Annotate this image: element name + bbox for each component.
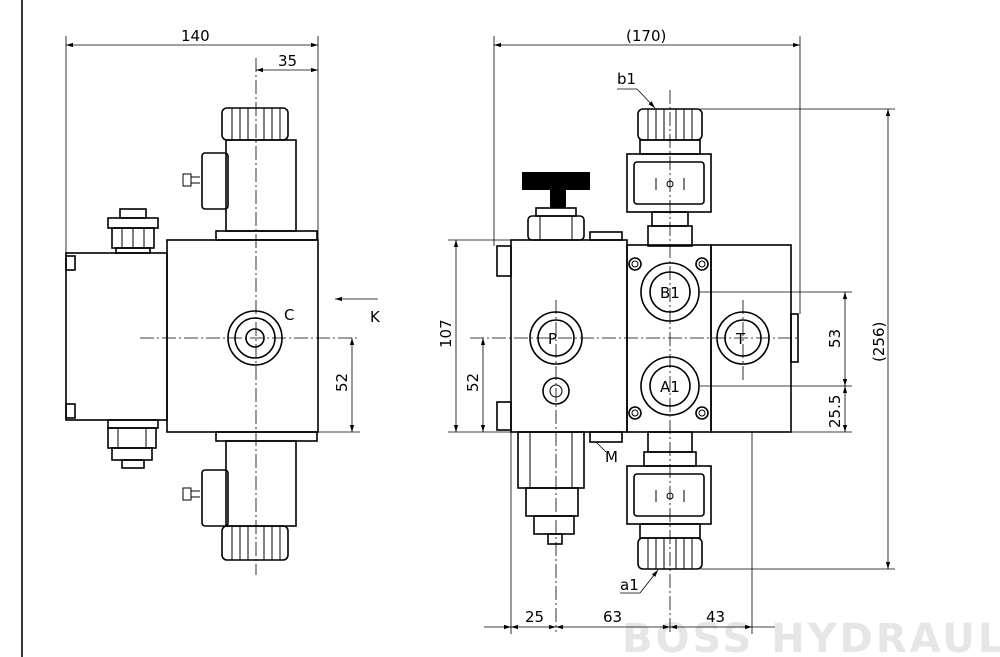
front-label-b1-solenoid: b1	[617, 70, 636, 88]
side-bottom-coil	[225, 440, 297, 527]
front-dim-p-height: 52	[464, 373, 482, 392]
side-label-k: K	[370, 308, 381, 326]
side-top-coil	[225, 139, 297, 232]
front-dim-a1-height: 25.5	[826, 395, 844, 428]
front-dim-w1: 25	[525, 608, 544, 626]
side-dim-port-height: 52	[333, 373, 351, 392]
side-manual-block	[65, 252, 168, 421]
front-label-m: M	[605, 448, 618, 466]
watermark-text: BOSS HYDRAULIC	[622, 616, 1000, 657]
front-label-a1-solenoid: a1	[620, 576, 639, 594]
side-bottom-knob	[221, 525, 289, 561]
side-label-c: C	[284, 306, 294, 324]
front-dim-body-height: 107	[437, 319, 455, 348]
front-manual-nut	[527, 215, 585, 241]
side-top-connector	[201, 152, 229, 210]
front-label-t: T	[735, 330, 746, 348]
front-middle-section	[626, 244, 712, 433]
front-dim-b1-a1-spacing: 53	[826, 329, 844, 348]
front-dim-w3: 43	[706, 608, 725, 626]
side-valve-body	[166, 239, 319, 433]
side-dim-overall-width: 140	[181, 27, 210, 45]
front-right-body	[710, 244, 792, 433]
side-bottom-connector	[201, 469, 229, 527]
side-top-knob	[221, 107, 289, 141]
front-manual-handle	[522, 172, 590, 190]
front-dim-overall-width: (170)	[626, 27, 666, 45]
front-view: P B1 A1 T	[437, 27, 895, 634]
front-dim-w2: 63	[603, 608, 622, 626]
front-relief-valve	[517, 431, 585, 489]
front-left-body	[510, 239, 628, 433]
front-dim-overall-height: (256)	[870, 322, 888, 362]
side-dim-coil-offset: 35	[278, 52, 297, 70]
side-view: 140 35 52 C K	[65, 27, 381, 575]
front-label-p: P	[548, 330, 557, 348]
